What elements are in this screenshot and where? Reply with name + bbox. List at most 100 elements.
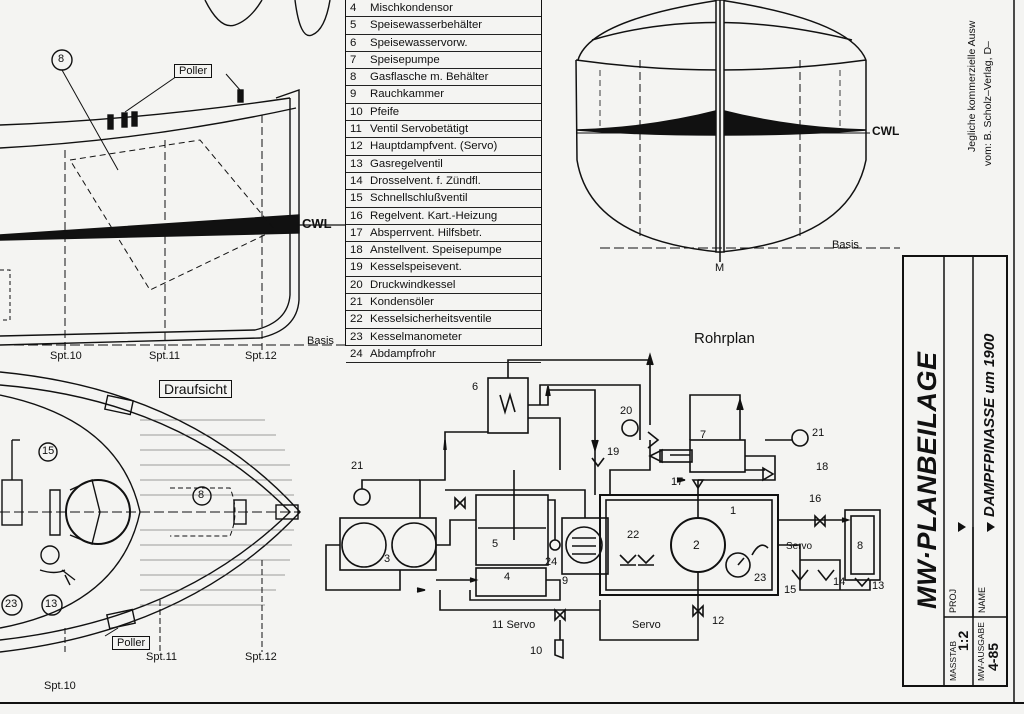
pipe-plan xyxy=(325,352,881,660)
section-m-label: M xyxy=(715,262,725,274)
legend-row: 8 Gasflasche m. Behälter xyxy=(346,69,541,87)
pipe-label-9: 9 xyxy=(562,575,569,587)
legend-number: 13 xyxy=(350,157,363,170)
top-marker-23: 23 xyxy=(5,598,18,610)
top-spt10-label: Spt.10 xyxy=(44,680,76,692)
legend-row: 10 Pfeife xyxy=(346,104,541,122)
legend-text: Absperrvent. Hilfsbetr. xyxy=(370,226,483,239)
top-marker-13: 13 xyxy=(45,598,58,610)
legend-number: 21 xyxy=(350,296,363,309)
top-spt11-label: Spt.11 xyxy=(146,651,177,663)
legend-number: 6 xyxy=(350,36,357,49)
legend-number: 17 xyxy=(350,226,363,239)
legend-number: 23 xyxy=(350,330,363,343)
pipe-label-14: 14 xyxy=(833,576,846,588)
legend-row: 6 Speisewasservorw. xyxy=(346,35,541,52)
legend-row: 20 Druckwindkessel xyxy=(346,277,541,295)
section-cwl-label: CWL xyxy=(872,124,900,138)
pipe-label-12: 12 xyxy=(712,615,725,627)
section-basis-label: Basis xyxy=(832,239,859,251)
pipe-label-15: 15 xyxy=(784,584,797,596)
side-spt11-label: Spt.11 xyxy=(149,350,180,362)
pipe-label-5: 5 xyxy=(492,538,499,550)
side-basis-label: Basis xyxy=(307,335,334,347)
copyright-note-line1: Jegliche kommerzielle Ausw xyxy=(966,20,978,152)
legend-row: 12 Hauptdampfvent. (Servo) xyxy=(346,138,541,156)
legend-number: 8 xyxy=(350,71,357,84)
legend-number: 15 xyxy=(350,192,363,205)
pipe-label-3: 3 xyxy=(384,553,391,565)
legend-text: Gasregelventil xyxy=(370,157,443,170)
pipe-plan-title: Rohrplan xyxy=(694,330,755,347)
legend-number: 18 xyxy=(350,244,363,257)
title-ausgabe-value: 4-85 xyxy=(985,642,1001,671)
pipe-label-10: 10 xyxy=(530,645,543,657)
pipe-label-19: 19 xyxy=(607,446,620,458)
pipe-label-23: 23 xyxy=(754,572,767,584)
legend-text: Abdampfrohr xyxy=(370,347,436,360)
legend-text: Hauptdampfvent. (Servo) xyxy=(370,140,498,153)
legend-text: Kesselmanometer xyxy=(370,330,462,343)
pipe-label-13: 13 xyxy=(872,580,885,592)
legend-row: 13 Gasregelventil xyxy=(346,156,541,173)
legend-text: Speisewasserbehälter xyxy=(370,19,483,32)
legend-text: Rauchkammer xyxy=(370,88,445,101)
legend-text: Speisewasservorw. xyxy=(370,36,468,49)
legend-number: 7 xyxy=(350,53,357,66)
title-heading: MW·PLANBEILAGE xyxy=(912,351,942,609)
side-marker-8: 8 xyxy=(58,53,65,65)
title-name-label: NAME xyxy=(977,586,987,613)
title-name-value: DAMPFPINASSE um 1900 xyxy=(981,333,998,517)
legend-row: 15 Schnellschlußventil xyxy=(346,190,541,208)
legend-number: 14 xyxy=(350,174,363,187)
legend-number: 19 xyxy=(350,261,363,274)
pipe-label-24: 24 xyxy=(545,556,558,568)
top-spt12-label: Spt.12 xyxy=(245,651,277,663)
legend-text: Schnellschlußventil xyxy=(370,192,468,205)
legend-text: Kesselsicherheitsventile xyxy=(370,313,492,326)
top-marker-8: 8 xyxy=(198,489,205,501)
legend-text: Pfeife xyxy=(370,105,400,118)
legend-text: Gasflasche m. Behälter xyxy=(370,71,489,84)
side-spt10-label: Spt.10 xyxy=(50,350,82,362)
pipe-label-2: 2 xyxy=(693,538,700,552)
pipe-label-22: 22 xyxy=(627,529,640,541)
legend-text: Druckwindkessel xyxy=(370,278,456,291)
top-view-title: Draufsicht xyxy=(159,380,233,398)
pipe-label-17: 17 xyxy=(671,476,684,488)
legend-number: 11 xyxy=(350,123,362,136)
pipe-label-21b: 21 xyxy=(812,427,825,439)
pipe-label-4: 4 xyxy=(504,571,511,583)
top-poller-label: Poller xyxy=(112,636,151,650)
legend-row: 23 Kesselmanometer xyxy=(346,329,541,346)
pipe-label-11: 11 Servo xyxy=(492,619,536,631)
copyright-note-line2: vom: B. Scholz–Verlag, D– xyxy=(982,41,994,166)
side-poller-label: Poller xyxy=(174,64,213,78)
title-massstab-value: 1:2 xyxy=(955,630,971,651)
title-proj-label: PROJ xyxy=(948,588,958,613)
pipe-label-servo-a: Servo xyxy=(786,541,813,552)
legend-number: 20 xyxy=(350,278,363,291)
pipe-label-7: 7 xyxy=(700,429,707,441)
legend-number: 16 xyxy=(350,209,363,222)
pipe-label-21a: 21 xyxy=(351,460,364,472)
pipe-label-20: 20 xyxy=(620,405,633,417)
legend-number: 4 xyxy=(350,2,357,14)
top-marker-15: 15 xyxy=(42,445,55,457)
legend-number: 10 xyxy=(350,105,363,118)
legend-number: 12 xyxy=(350,140,363,153)
pipe-label-16: 16 xyxy=(809,493,822,505)
pipe-label-6: 6 xyxy=(472,381,479,393)
